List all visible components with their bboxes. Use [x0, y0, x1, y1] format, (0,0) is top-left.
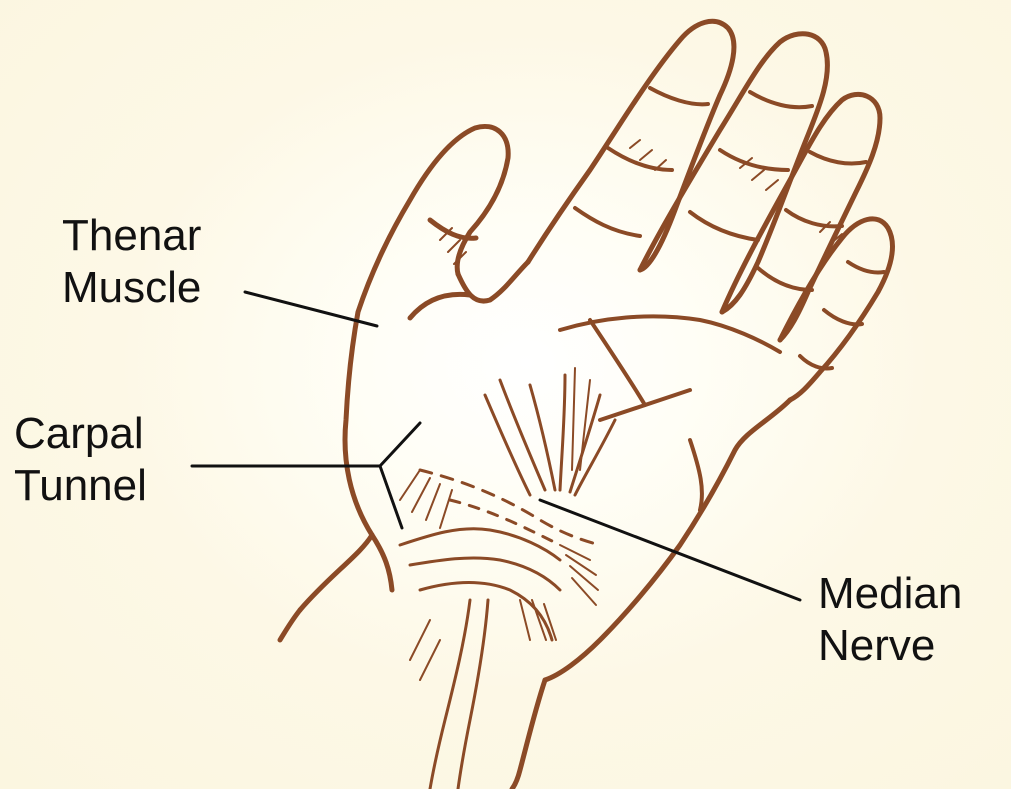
- carpal-tunnel-label: Carpal Tunnel: [14, 408, 147, 512]
- median-nerve-label: Median Nerve: [818, 568, 962, 672]
- median-nerve: [430, 600, 470, 789]
- carpal-label-line2: Tunnel: [14, 460, 147, 512]
- thenar-label-line2: Muscle: [62, 262, 201, 314]
- little-finger-outline: [780, 219, 893, 400]
- thenar-label-line1: Thenar: [62, 210, 201, 262]
- carpal-tunnel-structures: [400, 368, 615, 789]
- carpal-label-line1: Carpal: [14, 408, 147, 460]
- carpal-leader-branch-lower: [380, 466, 402, 528]
- middle-finger-outline: [640, 34, 827, 312]
- carpal-leader-branch-upper: [380, 423, 420, 466]
- thenar-muscle-label: Thenar Muscle: [62, 210, 201, 314]
- median-label-line1: Median: [818, 568, 962, 620]
- thumb-outline: [300, 126, 508, 610]
- leader-lines: [192, 292, 800, 600]
- median-label-line2: Nerve: [818, 620, 962, 672]
